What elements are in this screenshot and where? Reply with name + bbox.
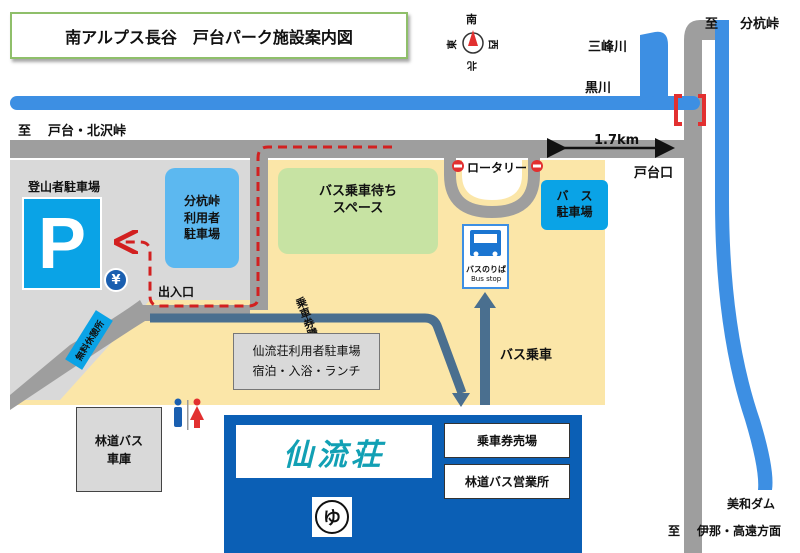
route-to-ticket [150,313,467,395]
bunkuri-users-parking-label: 分杭峠 利用者 駐車場 [183,193,220,242]
forest-bus-garage-label: 林道バス 車庫 [94,433,143,466]
parking-symbol: P [37,203,87,284]
label-climber-parking: 登山者駐車場 [28,180,101,194]
restroom-icon [174,398,204,430]
label-entrance-exit: 出入口 [158,285,195,299]
label-to-ina: 伊那・高遠方面 [697,524,782,538]
label-todai-entrance: 戸台口 [634,166,674,181]
bus-waiting-space [278,168,438,254]
label-to-bunkuri: 分杭峠 [740,17,780,32]
onsen-symbol: ゆ [315,500,349,534]
label-mine-river: 三峰川 [588,40,628,55]
route-to-bus [480,305,490,405]
senryuso-building: 仙流荘 ゆ 乗車券売場 林道バス営業所 [224,415,582,553]
kuro-river [10,96,700,110]
label-bus-stop-en: Bus stop [471,275,502,283]
senryuso-parking-line2: 宿泊・入浴・ランチ [252,363,361,378]
compass-east: 東 [447,39,459,50]
label-to-bunkuri-prefix: 至 [705,17,719,32]
bus-parking-label: バ ス 駐車場 [556,189,593,219]
climber-parking-sign: P [22,197,102,290]
bus-parking: バ ス 駐車場 [541,180,608,230]
label-rotary: ロータリー [467,161,528,175]
rotary-road [444,150,540,219]
label-kuro-river: 黒川 [585,81,612,96]
compass-north: 北 [467,59,477,70]
bus-waiting-space-label: バス乗車待ち スペース [278,176,438,226]
onsen-icon: ゆ [312,497,352,537]
forest-bus-office-label: 林道バス営業所 [464,475,549,489]
label-to-ina-prefix: 至 [668,524,681,538]
forest-bus-office: 林道バス営業所 [444,464,570,499]
senryuso-parking-line1: 仙流荘利用者駐車場 [252,344,361,359]
label-to-todai: 戸台・北沢峠 [48,124,127,139]
label-to-todai-prefix: 至 [18,124,32,139]
yen-symbol: ¥ [111,272,121,288]
label-distance: 1.7km [594,133,640,148]
yen-icon: ¥ [104,268,128,292]
senryuso-logo-text: 仙流荘 [283,437,385,473]
map-title: 南アルプス長谷 戸台パーク施設案内図 [10,12,408,59]
bus-waiting-text: バス乗車待ち スペース [318,184,397,216]
bunkuri-users-parking: 分杭峠 利用者 駐車場 [165,168,239,268]
ticket-office: 乗車券売場 [444,423,570,458]
ticket-office-label: 乗車券売場 [476,434,537,448]
compass-west: 西 [486,39,498,50]
bus-stop-icon [462,224,509,289]
senryuso-logo: 仙流荘 [236,425,432,478]
label-bus-stop-jp: バスのりば [466,265,506,274]
bridge-marker [674,94,682,126]
map-title-text: 南アルプス長谷 戸台パーク施設案内図 [65,27,353,47]
compass-south: 南 [466,13,477,26]
senryuso-users-parking: 仙流荘利用者駐車場 宿泊・入浴・ランチ [233,333,380,390]
forest-bus-garage: 林道バス 車庫 [76,407,162,492]
label-miwa-dam: 美和ダム [727,497,776,511]
dashed-entry-route [120,145,392,308]
label-boarding: バス乗車 [500,348,553,363]
main-road [10,140,690,158]
